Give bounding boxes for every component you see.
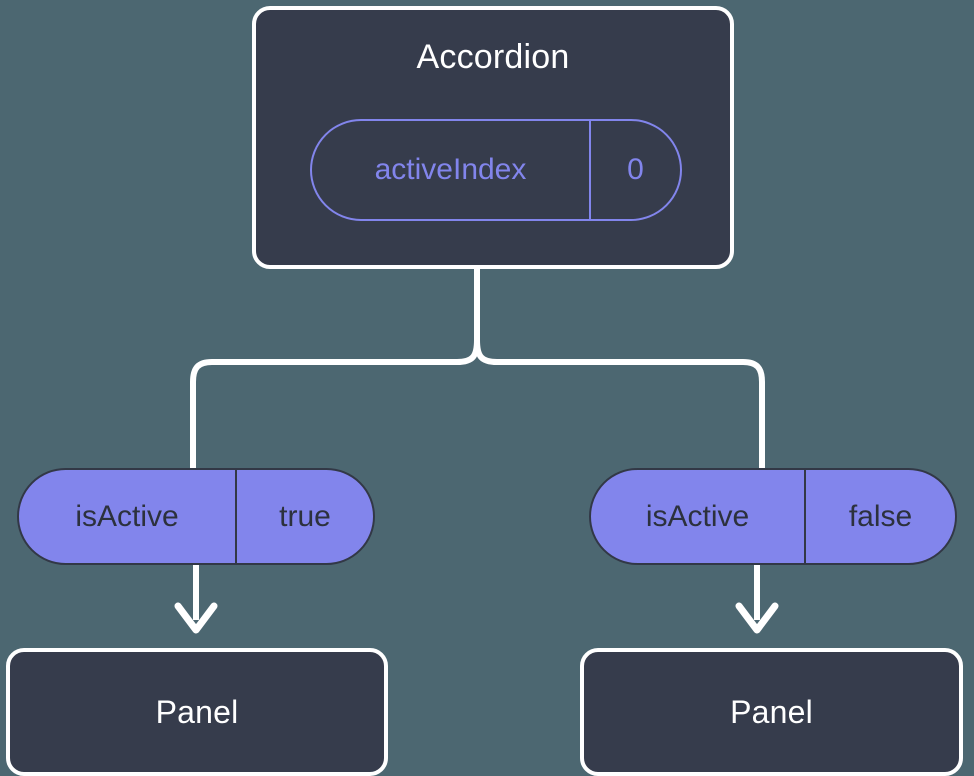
right-arrow-head-icon [735,602,779,634]
left-panel-component-card[interactable]: Panel [6,648,388,776]
active-index-value-label: 0 [589,121,680,219]
right-is-active-key-label: isActive [645,499,750,533]
left-panel-title: Panel [155,694,239,730]
left-is-active-value-label: true [235,470,373,563]
accordion-title: Accordion [416,38,570,76]
right-is-active-value-label: false [804,470,955,563]
left-is-active-prop-pill[interactable]: isActive true [17,468,375,565]
active-index-key-label: activeIndex [374,153,527,186]
left-arrow-head-icon [174,602,218,634]
fork-connector [474,266,765,471]
right-panel-component-card[interactable]: Panel [580,648,963,776]
left-is-active-key-label: isActive [75,499,179,533]
right-is-active-prop-pill[interactable]: isActive false [589,468,957,565]
fork-connector-left [190,266,480,471]
active-index-state-pill[interactable]: activeIndex 0 [310,119,682,221]
right-panel-title: Panel [730,694,813,730]
